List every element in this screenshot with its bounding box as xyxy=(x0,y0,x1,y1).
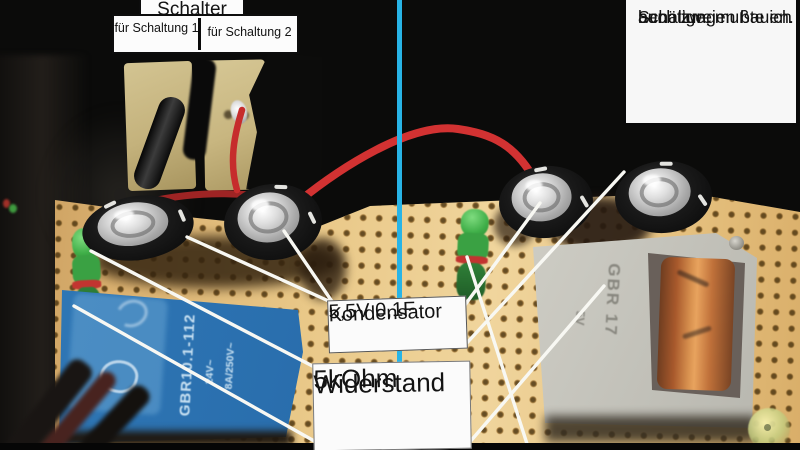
note-line: Schaltungen bauen. xyxy=(638,7,794,27)
pointer-line-kondensator-3 xyxy=(460,201,542,311)
white-relay-screw-hole xyxy=(729,236,744,250)
note-line: auch zwei xyxy=(638,7,716,27)
switch-dark-housing xyxy=(246,52,324,195)
pointer-line-widerstand-2 xyxy=(72,304,318,444)
pointer-line-widerstand-1 xyxy=(89,249,326,374)
led-speck xyxy=(3,199,10,208)
schalter-label-box: für Schaltung 1 für Schaltung 2 xyxy=(112,14,299,54)
kondensator-label: Kondensator 5,5V 0,1F xyxy=(327,295,468,354)
pointer-line-kondensator-4 xyxy=(463,170,626,347)
pointer-line-kondensator-2 xyxy=(282,229,335,305)
pointer-line-widerstand-4 xyxy=(465,255,531,450)
blue-relay-shadow xyxy=(60,431,292,446)
glass-bead-dot xyxy=(764,424,771,431)
schalter-label-right: für Schaltung 2 xyxy=(207,25,292,39)
schalter-label-divider xyxy=(198,18,201,50)
note-line: benötige, mußte ich xyxy=(638,7,792,27)
red-wire xyxy=(294,124,541,206)
white-relay-shadow xyxy=(545,416,757,442)
widerstand-label-line2: 5kOhm xyxy=(313,362,398,395)
red-wire-segment xyxy=(229,106,246,194)
kondensator-label-line2: 5,5V 0,1F xyxy=(328,298,416,324)
note-box: benötige, mußte ich auch zwei Schaltunge… xyxy=(623,0,799,126)
led-speck xyxy=(9,204,17,213)
pointer-line-kondensator-1 xyxy=(185,235,335,305)
widerstand-label: Widerstand 5kOhm xyxy=(312,360,472,450)
schalter-label-left: für Schaltung 1 xyxy=(114,21,199,35)
pointer-line-widerstand-3 xyxy=(467,284,606,445)
cyan-divider-line xyxy=(397,0,402,450)
